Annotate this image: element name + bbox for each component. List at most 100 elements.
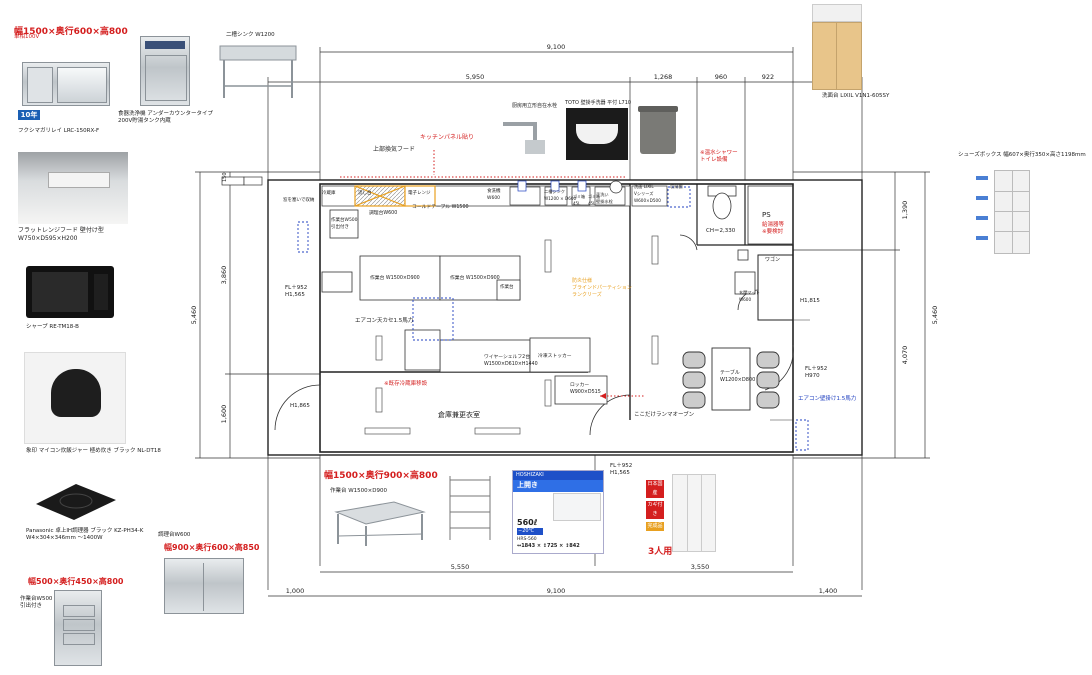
freezer-temp: −20℃ — [518, 528, 535, 534]
dim-top-seg-1: 5,950 — [466, 73, 485, 81]
label-prep-table: 調理台W600 — [369, 211, 398, 216]
prep-table-image — [164, 558, 244, 614]
freezer-model: HRS-560 — [517, 537, 537, 542]
dim-bottom-total: 9,100 — [547, 587, 566, 595]
label-storage-room: 倉庫兼更衣室 — [438, 411, 480, 419]
label-ps-sub: 給湯器等 ※要検討 — [762, 222, 785, 235]
label-work-sub: 作業台 — [500, 285, 514, 290]
drawer-table-image — [54, 590, 102, 666]
dim-top-total: 9,100 — [547, 43, 566, 51]
dim-left-total: 5,460 — [190, 306, 198, 325]
locker-tag-1: 日本国産 — [646, 480, 664, 498]
locker-tag-3: 完成品 — [646, 522, 664, 531]
freezer-dims: ↔1843 × ↕725 × ↕842 — [517, 543, 580, 549]
locker-people: 3人用 — [648, 547, 673, 557]
label-dishwash: 食洗機 W600 — [487, 189, 501, 201]
freezer-ad: HOSHIZAKI 上開き 560ℓ −20℃ HRS-560 ↔1843 × … — [512, 470, 604, 554]
label-aircon-right: エアコン壁掛け1.5馬力 — [798, 396, 857, 402]
label-wash-basin: 洗面 LIXIL Vシリーズ W600×D500 — [634, 184, 661, 203]
trash-can-image — [638, 106, 678, 154]
freezer-brand: HOSHIZAKI — [516, 472, 544, 478]
hood-image — [18, 152, 128, 224]
worktable-caption: 作業台 W1500×D900 — [330, 488, 388, 494]
dishwasher-caption: 食器洗浄機 アンダーカウンタータイプ 200V貯湯タンク内蔵 — [118, 111, 214, 124]
microwave-caption: シャープ RE-TM18-B — [26, 324, 79, 330]
dim-left-seg-2: 1,600 — [220, 405, 228, 424]
dim-left-seg-1: 3,860 — [220, 266, 228, 285]
wire-shelf-image — [449, 476, 491, 540]
dim-right-total: 5,460 — [931, 306, 939, 325]
label-worktable-2: 作業台 W1500×D900 — [450, 276, 500, 281]
warranty-badge: 10年 — [18, 110, 40, 120]
dim-bottom-margin-1: 1,000 — [286, 587, 305, 595]
label-bin-top-left: 窓を塞いで収納 — [283, 198, 315, 203]
prep-caption: 調理台W600 — [158, 532, 191, 538]
label-kitchen-panel: キッチンパネル貼り — [420, 134, 475, 141]
locker-tags: 日本国産 カギ付き 完成品 — [646, 480, 664, 531]
label-h-right: H1,815 — [800, 298, 820, 304]
dim-small-150: 150 — [222, 172, 228, 182]
fridge-sub: 単相100V — [14, 34, 40, 40]
label-bin-2: ゴミ箱 45L — [588, 194, 600, 206]
label-aircon-left: エアコン天カセ1.5馬力 — [355, 318, 414, 324]
label-freezer-stock: 冷凍ストッカー — [538, 354, 572, 359]
label-h-left: H1,865 — [290, 403, 310, 409]
dim-right-seg-2: 4,070 — [901, 346, 909, 365]
worktable-spec: 幅1500×奥行900×高800 — [324, 471, 438, 481]
label-hanger: 玄関マット W600 — [739, 290, 760, 302]
shoebox-image — [994, 170, 1030, 254]
ricecooker-image — [24, 352, 126, 444]
label-shoebox: 収納棚 — [670, 184, 683, 189]
label-fl-left: FL＋952 H1,565 — [285, 285, 308, 298]
label-gas-range: 電子レンジ — [408, 191, 431, 196]
locker-image — [672, 474, 716, 552]
label-locker: ロッカー W900×D515 — [570, 383, 601, 395]
vanity-caption: 洗面台 LIXIL V1N1-605SY — [822, 93, 890, 99]
dim-right-seg-1: 1,390 — [901, 201, 909, 220]
worktable-image — [334, 501, 426, 546]
prep-spec: 幅900×奥行600×高850 — [164, 543, 260, 552]
label-fl-right: FL＋952 H970 — [805, 366, 828, 379]
drawer-caption: 作業台W500 引出付き — [20, 596, 53, 609]
dining-set — [682, 347, 780, 411]
label-fl-bottom: FL＋952 H1,565 — [610, 463, 633, 476]
label-partition: 防炎仕様 ブラインドパーティション ランクリーズ — [572, 278, 632, 298]
sink-image — [219, 45, 297, 98]
label-deep-sink: 流し台 — [358, 191, 372, 196]
fridge-spec: 幅1500×奥行600×高800 — [14, 27, 128, 37]
label-hand-basin: 手洗い 壁掛水栓 — [596, 192, 613, 204]
label-table: テーブル W1200×D800 — [720, 370, 756, 383]
dim-top-seg-2: 1,268 — [654, 73, 673, 81]
induction-caption: Panasonic 卓上IH調理器 ブラック KZ-PH34-K W4×304×… — [26, 528, 144, 541]
fridge-image — [22, 62, 110, 106]
handwash-image — [566, 108, 628, 160]
label-wagon: ワゴン — [765, 257, 781, 263]
label-ps: PS — [762, 211, 771, 219]
microwave-image — [26, 266, 114, 318]
label-ch: CH＝2,330 — [706, 228, 736, 234]
faucet-image — [503, 122, 545, 154]
dimension-text: 9,100 5,950 1,268 960 922 5,550 3,550 9,… — [190, 43, 939, 595]
faucet-caption: 厨房用立形自在水栓 — [512, 103, 558, 109]
induction-image — [36, 484, 116, 520]
dishwasher-image — [140, 36, 190, 106]
label-fridge-left: 冷蔵庫 — [322, 191, 336, 196]
label-worktable-1: 作業台 W1500×D900 — [370, 276, 420, 281]
handwash-caption: TOTO 壁掛手洗器 平付 L710 — [565, 100, 632, 106]
ricecooker-caption: 象印 マイコン炊飯ジャー 極め炊き ブラック NL-DT18 — [26, 448, 161, 454]
hood-caption: フラットレンジフード 壁付け型 W750×D595×H200 — [18, 227, 104, 242]
shoebox-caption: シューズボックス 幅607×奥行350×高さ1198mm — [958, 152, 1086, 158]
sink-caption: 二槽シンク W1200 — [226, 32, 275, 38]
locker-tag-2: カギ付き — [646, 501, 664, 519]
dim-bottom-margin-2: 1,400 — [819, 587, 838, 595]
freezer-volume: 560ℓ — [517, 518, 538, 527]
label-bin-1: ゴミ箱 45L — [573, 194, 585, 206]
freezer-badge: 上開き — [517, 481, 538, 489]
kitchen-counter — [321, 180, 668, 207]
dim-bottom-seg-2: 3,550 — [691, 563, 710, 571]
drawer-spec: 幅500×奥行450×高800 — [28, 577, 124, 586]
work-tables — [321, 209, 608, 405]
dim-top-seg-4: 922 — [762, 73, 774, 81]
label-shower: ※温水シャワー トイレ設備 — [700, 150, 738, 163]
